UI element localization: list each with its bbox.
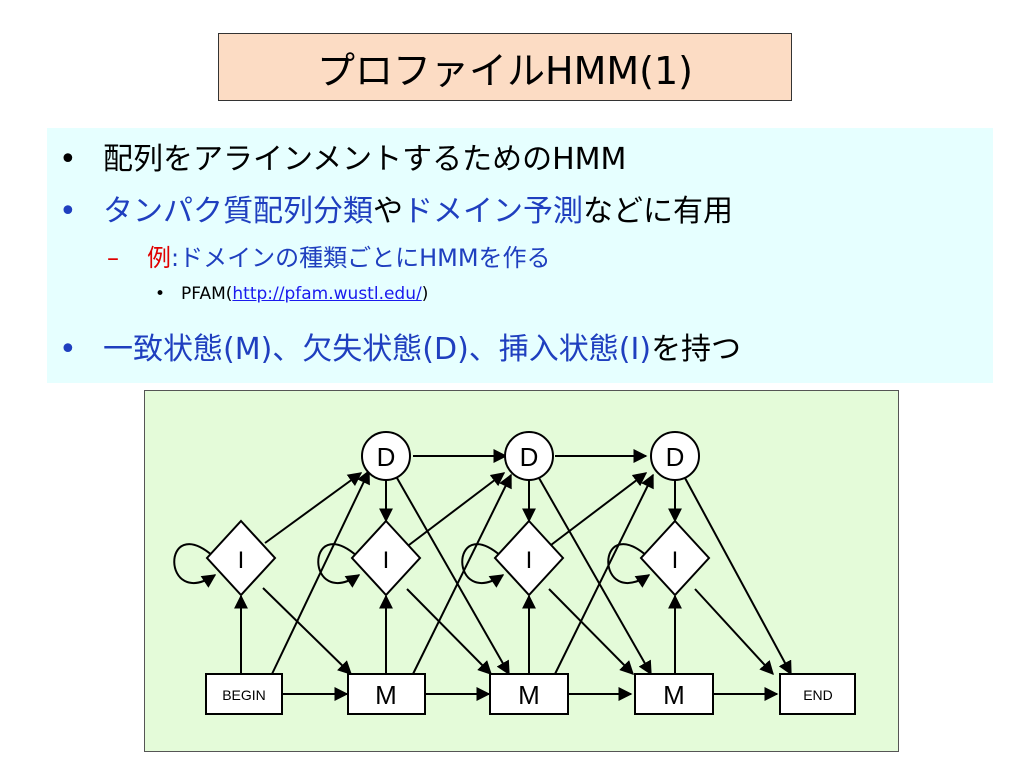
delete-state: D: [504, 431, 554, 481]
bullet-2-term-2: ドメイン予測: [403, 194, 583, 229]
match-state: M: [634, 673, 714, 715]
begin-state: BEGIN: [205, 673, 283, 715]
bullet-1: • 配列をアラインメントするためのHMM: [59, 134, 626, 178]
end-state: END: [779, 673, 856, 715]
arrow-d1-m2: [396, 477, 510, 676]
arrow-m1-d2: [412, 473, 512, 675]
match-state-label: M: [518, 680, 540, 710]
bullet-list: • 配列をアラインメントするためのHMM • タンパク質配列分類やドメイン予測などに…: [47, 128, 993, 383]
self-loop-i2: [461, 543, 505, 588]
arrow-i0-m1: [262, 587, 353, 675]
example-label: 例: [147, 244, 171, 272]
arrow-i2-m3: [548, 588, 634, 675]
arrow-i1-d2: [408, 472, 506, 546]
match-state: M: [489, 673, 569, 715]
insert-state: I: [639, 519, 711, 597]
bullet-2-text-2: などに有用: [583, 194, 733, 229]
match-state-label: M: [375, 680, 397, 710]
bullet-2: • タンパク質配列分類やドメイン予測などに有用: [59, 186, 733, 230]
arrow-d2-m3: [538, 477, 652, 676]
self-loop-i0: [173, 543, 217, 588]
delete-state: D: [650, 431, 700, 481]
bullet-1-text: 配列をアラインメントするためのHMM: [103, 142, 627, 177]
bullet-marker: •: [59, 142, 77, 177]
arrow-d3-end: [684, 477, 792, 676]
slide-title: プロファイルHMM(1): [218, 33, 792, 101]
bullet-2-text-1: や: [373, 194, 403, 229]
self-loop-i3: [607, 543, 651, 588]
insert-state-label: I: [526, 547, 533, 574]
example-text: :ドメインの種類ごとにHMMを作る: [171, 244, 551, 272]
delete-state: D: [361, 431, 411, 481]
profile-hmm-diagram: D D D I I I I BEGIN: [144, 390, 899, 752]
arrow-i1-m2: [406, 588, 492, 675]
arrow-i0-d1: [264, 472, 363, 544]
pfam-link[interactable]: http://pfam.wustl.edu/: [232, 284, 422, 304]
delete-state-label: D: [377, 442, 396, 472]
match-state-label: M: [663, 680, 685, 710]
match-state: M: [347, 673, 426, 715]
insert-state: I: [205, 519, 277, 597]
transition-arrows: [173, 449, 792, 701]
hmm-svg: D D D I I I I BEGIN: [173, 431, 856, 715]
end-state-label: END: [803, 687, 833, 703]
bullet-3: • 一致状態(M)、欠失状態(D)、挿入状態(I)を持つ: [59, 324, 741, 368]
insert-state-label: I: [672, 547, 679, 574]
pfam-prefix: PFAM(: [181, 284, 233, 304]
pfam-suffix: ): [421, 284, 429, 304]
arrow-i3-end: [694, 588, 774, 676]
arrow-m2-d3: [554, 473, 654, 675]
arrow-i2-d3: [550, 472, 648, 546]
dash-marker: –: [107, 244, 119, 272]
insert-state-label: I: [238, 547, 245, 574]
insert-state-label: I: [383, 547, 390, 574]
bullet-marker: •: [59, 332, 77, 367]
sub-sub-bullet-pfam: • PFAM(http://pfam.wustl.edu/): [155, 284, 428, 304]
insert-state: I: [350, 519, 422, 597]
bullet-marker: •: [59, 194, 77, 229]
begin-state-label: BEGIN: [222, 687, 266, 703]
bullet-2-term-1: タンパク質配列分類: [103, 194, 373, 229]
sub-bullet-example: –例:ドメインの種類ごとにHMMを作る: [107, 238, 551, 273]
delete-state-label: D: [520, 442, 539, 472]
self-loop-i1: [317, 543, 361, 588]
insert-state: I: [493, 519, 565, 597]
bullet-3-states: 一致状態(M)、欠失状態(D)、挿入状態(I): [103, 332, 652, 367]
delete-state-label: D: [666, 442, 685, 472]
bullet-marker: •: [155, 284, 166, 304]
bullet-3-tail: を持つ: [651, 332, 742, 367]
